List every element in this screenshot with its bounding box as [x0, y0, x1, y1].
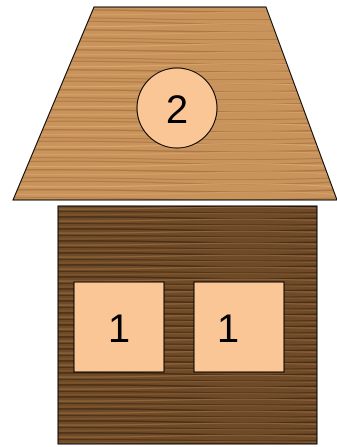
window-right-label: 1	[217, 307, 239, 351]
window-left-label: 1	[108, 307, 130, 351]
roof-badge-label: 2	[166, 88, 188, 132]
